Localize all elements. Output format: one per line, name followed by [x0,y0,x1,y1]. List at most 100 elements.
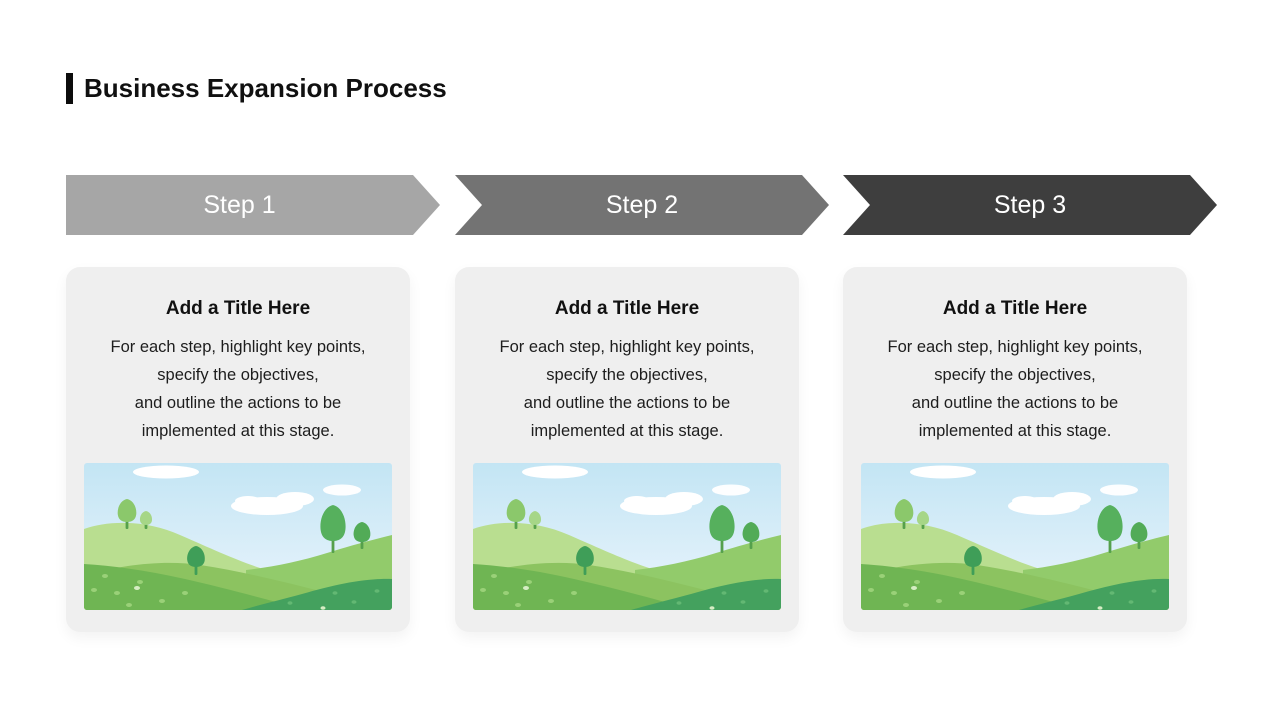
tree-icon [139,511,153,525]
card-title: Add a Title Here [942,298,1088,319]
step-arrow-2: Step 2 [455,175,829,235]
grass-dot [134,586,140,590]
grass-dot [114,591,120,595]
grass-dot [914,580,920,584]
grass-dot [1064,601,1070,605]
step-card-3: Add a Title Here For each step, highligh… [843,267,1187,632]
grass-dot [676,601,682,605]
grass-dot [891,591,897,595]
title-accent-bar [66,72,73,104]
cloud [235,496,261,506]
card-body-text: For each step, highlight key points, spe… [110,338,366,440]
tree-trunk [514,520,518,529]
step-arrow-1: Step 1 [66,175,440,235]
cloud [910,465,976,479]
grass-dot [709,606,715,610]
cloud [665,492,703,506]
grass-dot [548,599,554,603]
step-card-2: Add a Title Here For each step, highligh… [455,267,799,632]
tree-trunk [749,540,753,549]
grass-dot [159,599,165,603]
tree-icon [964,546,982,567]
tree-trunk [583,565,587,575]
grass-dot [936,599,942,603]
chevron-arrow-icon [66,175,440,235]
grass-dot [721,591,727,595]
landscape-illustration [473,463,781,610]
grass-dot [903,603,909,607]
page-title: Business Expansion Process [84,72,447,103]
tree-trunk [125,520,129,529]
tree-trunk [720,539,724,553]
cloud [1053,492,1091,506]
tree-icon [506,499,526,522]
step-label-3: Step 3 [993,190,1067,219]
cloud [133,465,199,479]
grass-dot [879,574,885,578]
tree-icon [1097,505,1123,541]
grass-dot [137,580,143,584]
tree-icon [894,499,914,522]
tree-trunk [194,565,198,575]
tree-icon [187,546,205,567]
chevron-arrow-icon [843,175,1217,235]
grass-dot [1109,591,1115,595]
grass-dot [571,591,577,595]
grass-dot [868,588,874,592]
process-steps: Step 1 Step 2 Step 3 [0,175,1280,235]
tree-icon [916,511,930,525]
grass-dot [911,586,917,590]
tree-trunk [360,540,364,549]
grass-dot [523,586,529,590]
grass-dot [320,606,326,610]
tree-trunk [1108,539,1112,553]
cloud [624,496,650,506]
tree-icon [117,499,137,522]
grass-dot [1097,606,1103,610]
step-cards: Add a Title Here For each step, highligh… [0,267,1280,632]
tree-icon [320,505,346,541]
tree-trunk [331,539,335,553]
chevron-arrow-icon [455,175,829,235]
grass-dot [1128,600,1134,604]
grass-dot [515,603,521,607]
hill-front-left [473,564,706,610]
cloud [522,465,588,479]
tree-icon [353,522,371,542]
cloud [276,492,314,506]
grass-dot [91,588,97,592]
grass-dot [959,591,965,595]
grass-dot [763,589,769,593]
tree-icon [709,505,735,541]
landscape-illustration [84,463,392,610]
grass-dot [287,601,293,605]
cloud [1012,496,1038,506]
step-label-1: Step 1 [203,190,276,219]
arrow-shape-3 [843,175,1217,235]
tree-trunk [1137,540,1141,549]
grass-dot [374,589,380,593]
grass-dot [102,574,108,578]
hill-front-left [861,564,1094,610]
step-label-2: Step 2 [605,190,679,219]
grass-dot [526,580,532,584]
grass-dot [332,591,338,595]
cloud [323,484,361,496]
grass-dot [491,574,497,578]
tree-icon [576,546,594,567]
card-body-text: For each step, highlight key points, spe… [499,338,755,440]
grass-dot [503,591,509,595]
card-title: Add a Title Here [165,298,311,319]
cloud [1100,484,1138,496]
tree-icon [742,522,760,542]
cloud [712,484,750,496]
step-card-1: Add a Title Here For each step, highligh… [66,267,410,632]
hill-front-left [84,564,317,610]
tree-icon [1130,522,1148,542]
card-title: Add a Title Here [554,298,700,319]
arrow-shape-1 [66,175,440,235]
landscape-illustration [861,463,1169,610]
grass-dot [480,588,486,592]
grass-dot [182,591,188,595]
tree-trunk [902,520,906,529]
